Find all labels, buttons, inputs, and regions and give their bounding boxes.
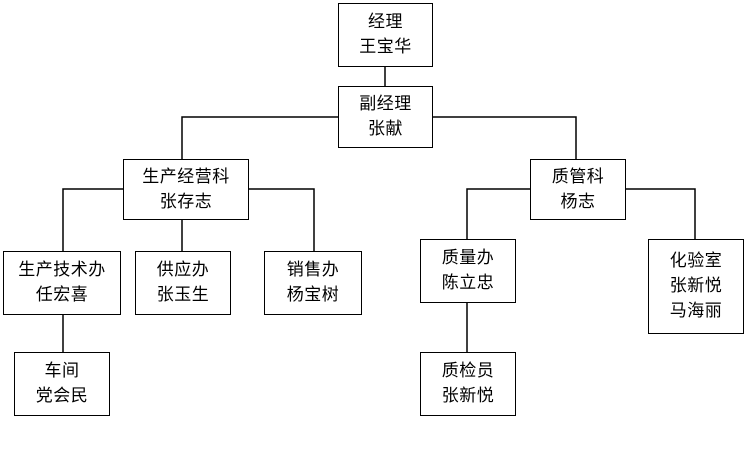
node-supply-name: 张玉生: [156, 285, 210, 305]
node-quality-inspector: 质检员 张新悦: [420, 352, 516, 416]
connector-quality-qual-off: [466, 188, 530, 239]
node-production-operations: 生产经营科 张存志: [123, 159, 249, 220]
node-workshop-name: 党会民: [35, 386, 89, 406]
node-quality-management: 质管科 杨志: [530, 159, 626, 220]
node-lab-name-1: 张新悦: [669, 276, 723, 296]
node-deputy-name: 张献: [368, 119, 403, 139]
node-sales-name: 杨宝树: [286, 285, 340, 305]
node-prod-tech-name: 任宏喜: [35, 285, 89, 305]
connector-prod-ops-sales: [249, 188, 315, 251]
node-inspector-title: 质检员: [441, 361, 495, 381]
node-deputy-manager: 副经理 张献: [338, 86, 433, 148]
node-qual-off-title: 质量办: [441, 248, 495, 268]
node-lab-title: 化验室: [669, 251, 723, 271]
node-workshop: 车间 党会民: [14, 352, 110, 416]
node-quality-name: 杨志: [560, 191, 596, 212]
node-sales-office: 销售办 杨宝树: [264, 251, 362, 315]
node-quality-title: 质管科: [551, 166, 605, 187]
connector-deputy-prod-ops: [181, 116, 338, 159]
node-production-technology: 生产技术办 任宏喜: [3, 251, 121, 315]
node-manager-title: 经理: [368, 12, 403, 32]
node-prod-tech-title: 生产技术办: [18, 260, 106, 280]
node-sales-title: 销售办: [286, 260, 340, 280]
node-supply-title: 供应办: [156, 260, 210, 280]
connector-deputy-quality: [433, 116, 577, 159]
node-laboratory: 化验室 张新悦 马海丽: [648, 239, 744, 334]
node-inspector-name: 张新悦: [441, 386, 495, 406]
connector-prod-ops-prod-tech: [62, 188, 123, 251]
node-lab-name-2: 马海丽: [669, 301, 723, 321]
node-manager-name: 王宝华: [359, 37, 412, 57]
node-deputy-title: 副经理: [359, 94, 412, 114]
connector-quality-lab: [626, 188, 696, 239]
node-quality-office: 质量办 陈立忠: [420, 239, 516, 303]
node-prod-ops-name: 张存志: [159, 191, 213, 212]
node-supply-office: 供应办 张玉生: [135, 251, 231, 315]
node-workshop-title: 车间: [44, 361, 80, 381]
node-qual-off-name: 陈立忠: [441, 273, 495, 293]
node-manager: 经理 王宝华: [338, 3, 433, 67]
node-prod-ops-title: 生产经营科: [142, 166, 230, 187]
